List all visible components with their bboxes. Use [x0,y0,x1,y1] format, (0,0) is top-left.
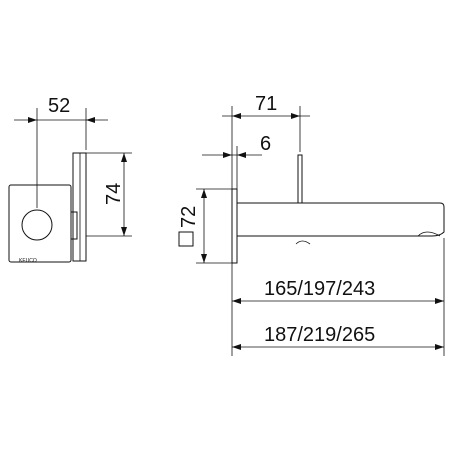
dim-lever-6: 6 [202,133,271,189]
dim-height-74-label: 74 [103,183,125,205]
front-wall-plate [8,184,72,263]
dim-width-52-label: 52 [48,95,70,117]
dim-width-52: 52 [14,95,108,208]
front-knob [21,209,53,241]
dim-spout-short-label: 165/197/243 [264,278,375,300]
dim-height-74: 74 [86,152,132,237]
side-view: 71 6 72 165/197/243 [178,93,445,356]
dim-top-71: 71 [222,93,310,189]
front-logo-text: KEUCO [19,258,37,264]
side-wall-plate [231,188,238,264]
dim-top-71-label: 71 [255,93,277,115]
side-lever [297,154,303,204]
front-view: KEUCO 52 74 [8,95,132,264]
dim-square-72: 72 [178,188,232,264]
front-handle-plate [72,152,87,262]
dim-spout-long-label: 187/219/265 [264,324,375,346]
dim-spout-short: 165/197/243 [231,238,445,356]
dim-lever-6-label: 6 [260,133,271,155]
square-symbol-icon [178,231,194,247]
side-spout [237,202,445,237]
dim-square-72-label: 72 [178,206,200,228]
dim-spout-long: 187/219/265 [232,324,444,350]
